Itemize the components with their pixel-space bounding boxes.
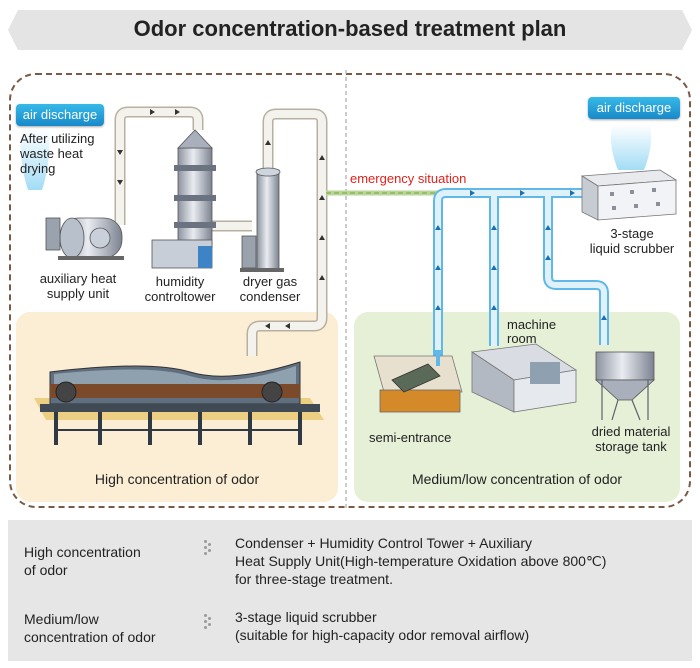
semi-entrance-illustration [373,352,463,413]
aux-heat-label-line2: supply unit [46,286,110,301]
machine-room-label-line2: room [507,331,537,346]
scrubber-label-line1: 3-stage [610,226,654,241]
after-utilizing-line2: waste heat [20,146,83,161]
aux-heat-unit-illustration [45,217,124,260]
dryer-machine-illustration [34,361,324,445]
scrubber-label-line2: liquid scrubber [589,241,675,256]
row1-desc-line3: for three-stage treatment. [235,571,393,587]
semi-entrance-label: semi-entrance [369,430,452,445]
tank-label-line1: dried material [591,424,671,439]
title-banner-shape [8,10,692,50]
low-zone-label: Medium/low concentration of odor [411,471,623,487]
row2-label-line1: Medium/low [24,611,99,627]
scrubber-illustration [580,169,678,221]
right-pipe-arrows [435,190,607,320]
air-discharge-right: air discharge [588,97,680,119]
after-utilizing-line3: drying [20,161,56,176]
left-steam [20,128,50,190]
outer-dashed-border [9,73,691,508]
humidity-label-line1: humidity [155,274,205,289]
row2-label-line2: concentration of odor [24,629,156,645]
row2-desc-line2: (suitable for high-capacity odor removal… [235,627,530,643]
machine-room-illustration [470,343,578,413]
right-blue-pipes [433,188,609,356]
high-zone-label: High concentration of odor [94,471,260,487]
dryer-label-line2: condenser [239,289,301,304]
row1-dots-icon [204,540,214,556]
summary-panel: High concentration of odor Condenser + H… [8,520,692,661]
tank-label-line2: storage tank [595,439,667,454]
after-utilizing-line1: After utilizing [20,131,95,146]
humidity-tower-illustration [151,129,216,269]
storage-tank-illustration [594,351,656,421]
condenser-illustration [240,167,284,272]
row1-desc-line1: Condenser + Humidity Control Tower + Aux… [235,535,532,551]
row1-label-line1: High concentration [24,544,141,560]
aux-heat-label-line1: auxiliary heat [39,271,117,286]
row2-desc-line1: 3-stage liquid scrubber [235,609,377,625]
machine-room-label-line1: machine [507,317,557,332]
emergency-label: emergency situation [350,171,467,186]
left-pipes [114,106,328,356]
dryer-label-line1: dryer gas [242,274,298,289]
air-discharge-left: air discharge [16,104,104,126]
row1-label-line2: of odor [24,562,68,578]
right-steam [610,124,652,170]
page-title: Odor concentration-based treatment plan [133,16,567,41]
humidity-label-line2: controltower [144,289,216,304]
row2-dots-icon [204,614,214,630]
row1-desc-line2: Heat Supply Unit(High-temperature Oxidat… [235,553,607,569]
left-pipe-arrows [117,109,325,329]
